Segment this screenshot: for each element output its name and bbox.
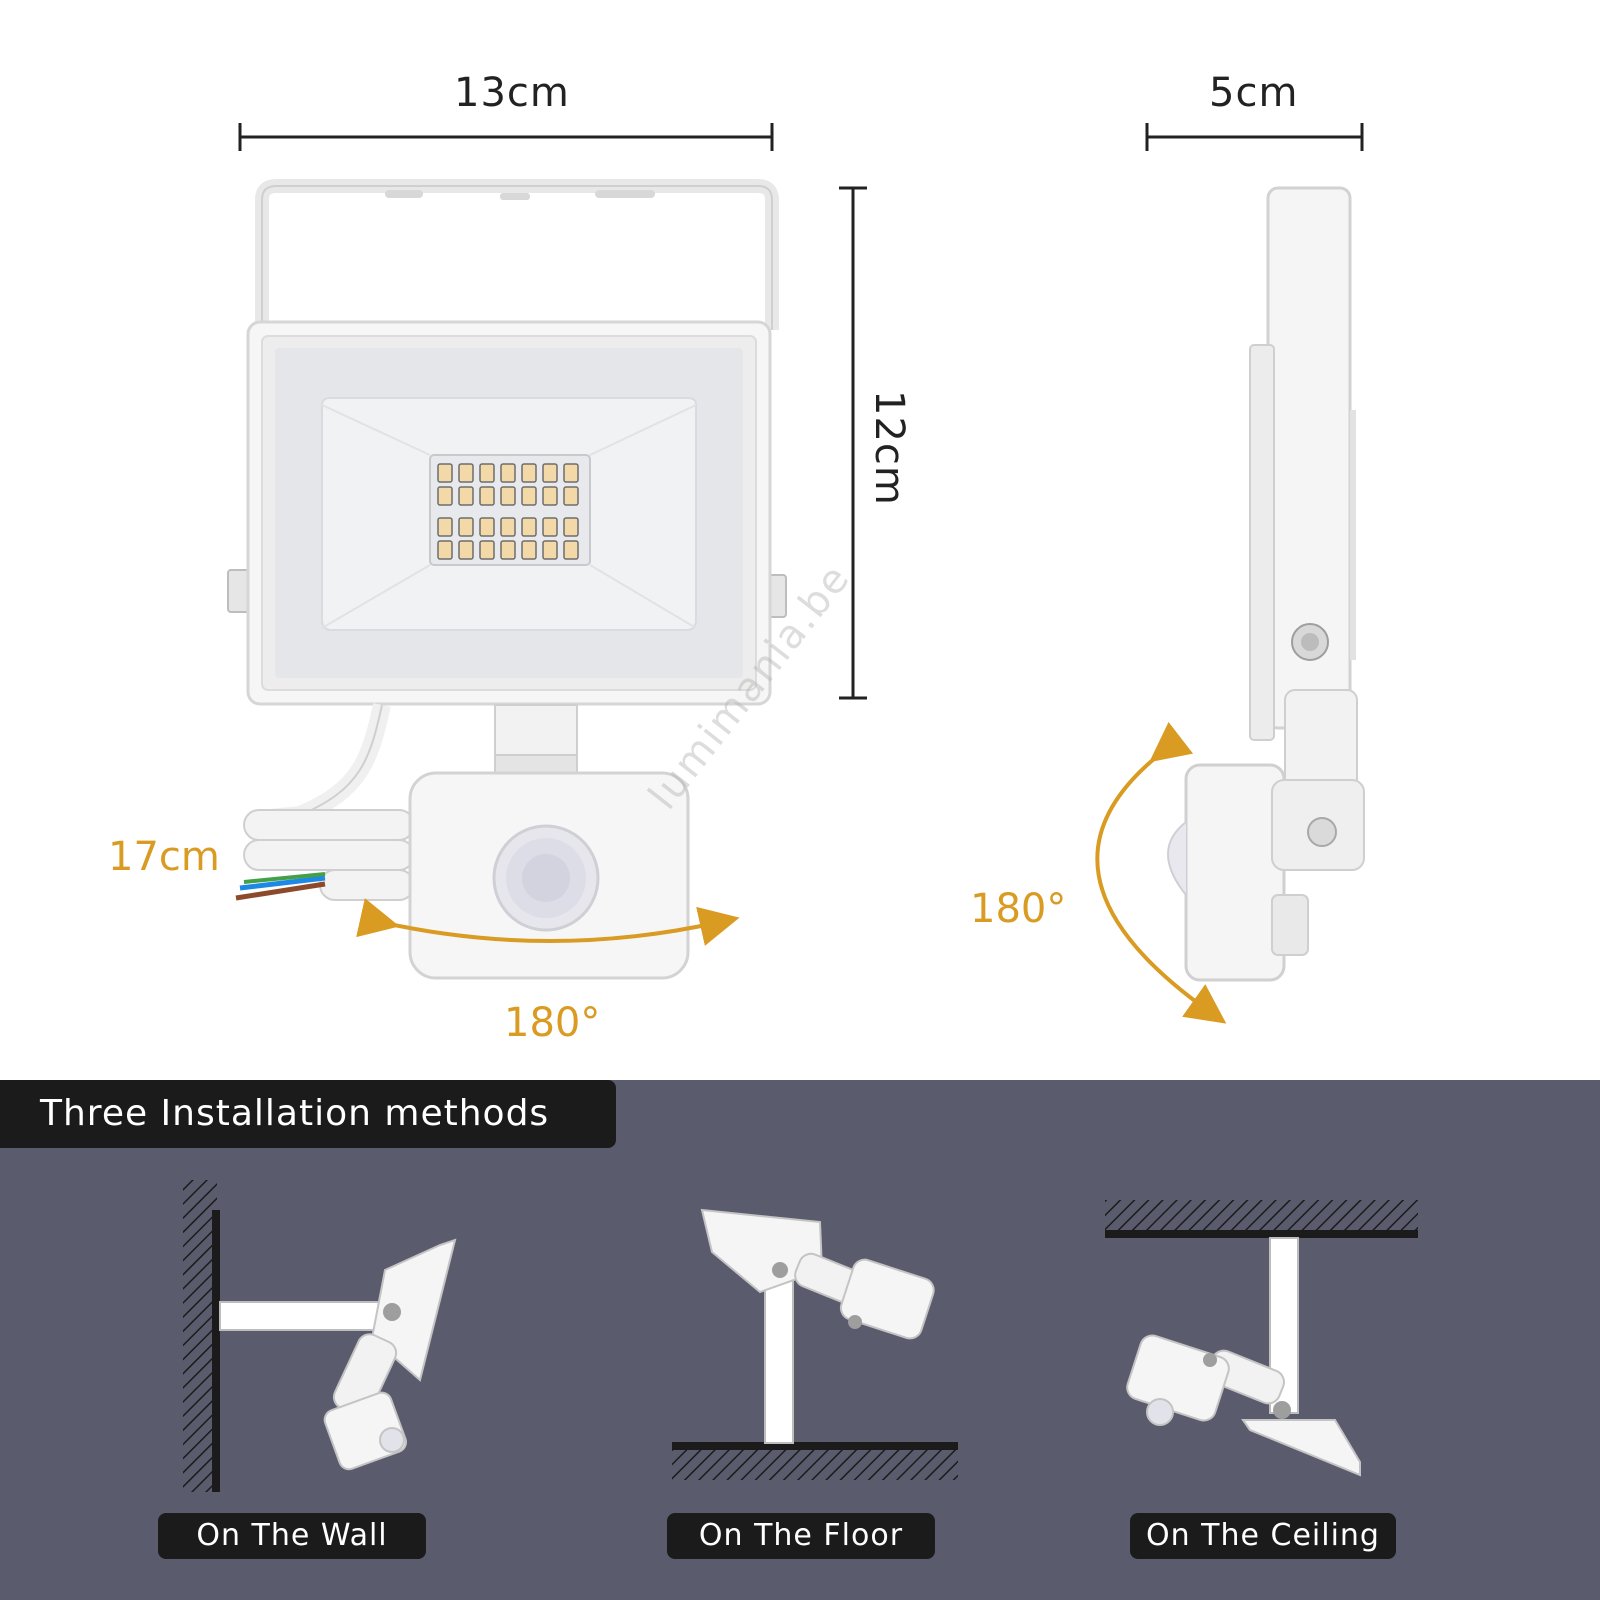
height-dimension-label: 12cm	[866, 390, 912, 506]
led-chip	[458, 540, 474, 560]
led-chip	[542, 540, 558, 560]
floodlight-front	[227, 179, 787, 980]
led-chip	[542, 517, 558, 537]
illustration-ceiling	[1105, 1200, 1418, 1477]
led-chip	[437, 517, 453, 537]
illustration-floor	[672, 1208, 958, 1480]
led-chip	[437, 486, 453, 506]
led-chip	[437, 540, 453, 560]
led-chip	[500, 463, 516, 483]
illustration-wall	[183, 1180, 457, 1492]
width-dimension-label: 13cm	[454, 70, 570, 116]
led-chip	[479, 463, 495, 483]
led-chip	[563, 486, 579, 506]
led-chip	[437, 463, 453, 483]
rotation-arrow-front	[356, 898, 740, 946]
led-chip	[458, 517, 474, 537]
method-label-ceiling: On The Ceiling	[1130, 1513, 1396, 1559]
cable-length-label: 17cm	[108, 834, 220, 880]
method-label-floor: On The Floor	[667, 1513, 935, 1559]
led-chip	[479, 486, 495, 506]
led-chip	[521, 463, 537, 483]
led-chip	[521, 517, 537, 537]
dimension-line-width	[238, 123, 774, 151]
led-chip	[563, 463, 579, 483]
installation-title: Three Installation methods	[0, 1080, 616, 1148]
dimension-line-depth	[1145, 123, 1364, 151]
led-chip	[521, 486, 537, 506]
dimension-line-height	[839, 186, 867, 700]
led-chip	[500, 517, 516, 537]
side-rotation-label: 180°	[970, 886, 1067, 932]
led-chip	[563, 540, 579, 560]
rotation-arrow-side	[1095, 721, 1227, 1024]
led-chip	[458, 486, 474, 506]
led-chip	[458, 463, 474, 483]
led-chip	[521, 540, 537, 560]
led-chip	[479, 540, 495, 560]
led-chip	[500, 486, 516, 506]
led-chip	[542, 486, 558, 506]
led-chip	[479, 517, 495, 537]
led-chip	[500, 540, 516, 560]
method-label-wall: On The Wall	[158, 1513, 426, 1559]
led-array	[437, 463, 579, 560]
led-chip	[563, 517, 579, 537]
led-chip	[542, 463, 558, 483]
depth-dimension-label: 5cm	[1209, 70, 1299, 116]
front-rotation-label: 180°	[504, 1000, 601, 1046]
floodlight-side	[1167, 186, 1365, 982]
